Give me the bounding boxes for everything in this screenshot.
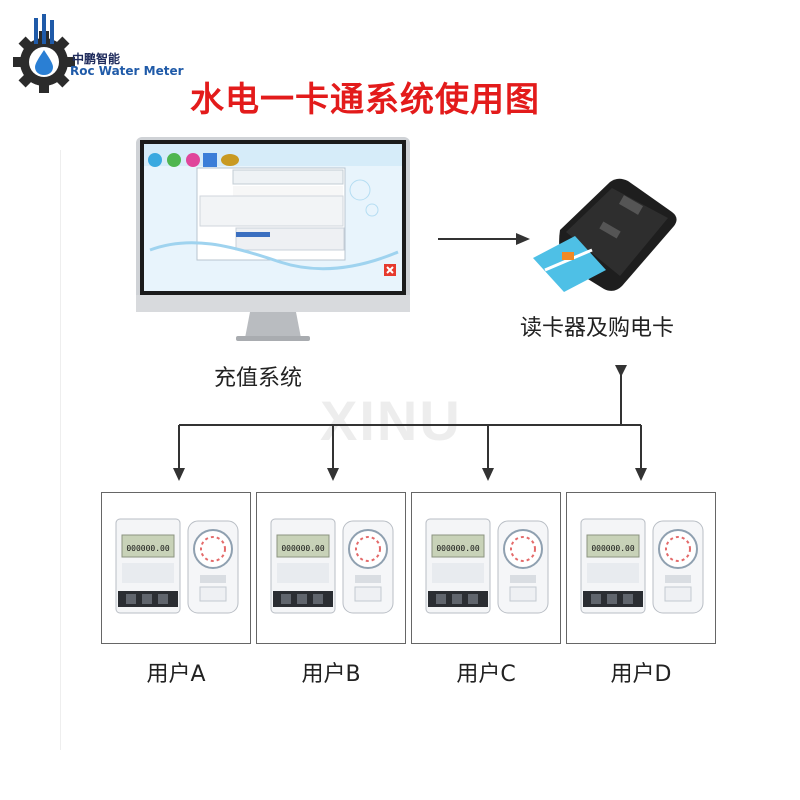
gear-drop-logo-icon <box>13 14 75 93</box>
monitor-icon <box>136 137 410 341</box>
recharge-system-label: 充值系统 <box>214 366 303 391</box>
logo-chinese-text: 中鹏智能 <box>72 52 121 66</box>
meters-icon: 000000.00 <box>425 518 549 614</box>
meter-reading: 000000.00 <box>281 544 325 553</box>
user-d-label: 用户D <box>610 662 672 687</box>
meter-reading: 000000.00 <box>591 544 635 553</box>
user-a-label: 用户A <box>146 662 206 687</box>
watermark: XINU <box>320 389 462 452</box>
logo-english-text: Roc Water Meter <box>70 64 184 78</box>
left-divider <box>60 150 61 750</box>
user-d-meters-box: 000000.00 <box>566 492 716 644</box>
user-b-meters-box: 000000.00 <box>256 492 406 644</box>
card-reader-icon <box>533 178 677 292</box>
user-a-meters-box: 000000.00 <box>101 492 251 644</box>
meter-reading: 000000.00 <box>126 544 170 553</box>
meters-icon: 000000.00 <box>270 518 394 614</box>
user-c-label: 用户C <box>456 662 516 687</box>
card-reader-label: 读卡器及购电卡 <box>520 316 675 341</box>
meters-icon: 000000.00 <box>580 518 704 614</box>
page-title: 水电一卡通系统使用图 <box>190 80 540 120</box>
user-c-meters-box: 000000.00 <box>411 492 561 644</box>
user-b-label: 用户B <box>301 662 361 687</box>
meters-icon: 000000.00 <box>115 518 239 614</box>
meter-reading: 000000.00 <box>436 544 480 553</box>
logo <box>12 14 202 100</box>
